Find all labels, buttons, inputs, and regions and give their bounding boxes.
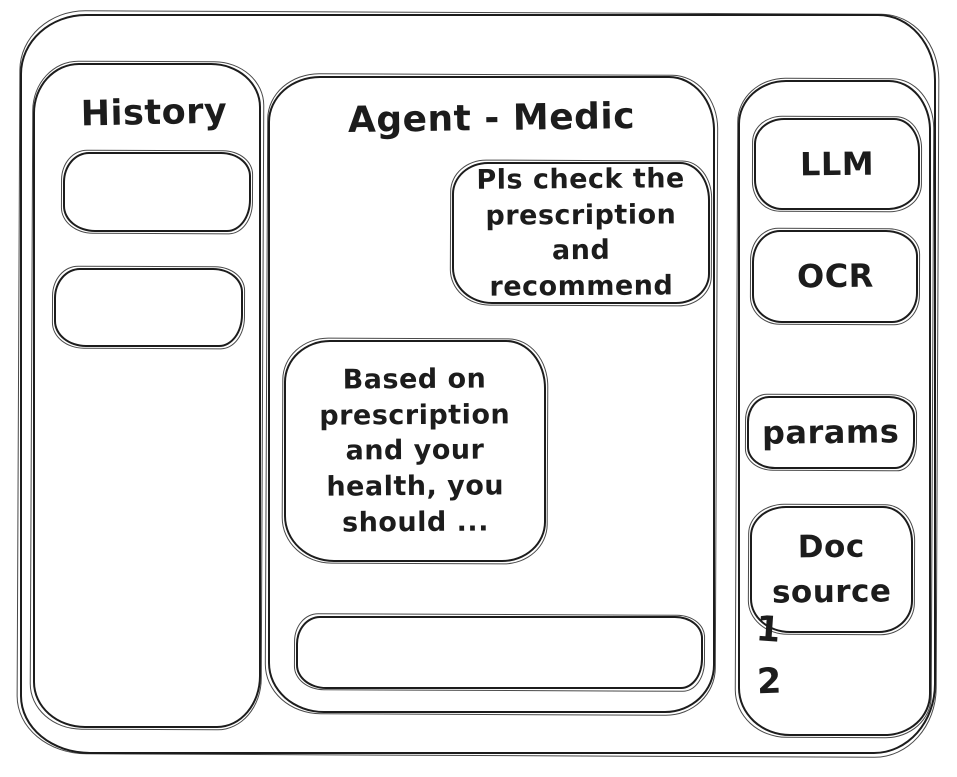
message-input-container <box>296 616 703 689</box>
doc-source-number-1: 1 <box>754 609 783 651</box>
tool-params-label: params <box>762 412 900 453</box>
tool-llm-label: LLM <box>799 144 875 184</box>
tool-llm-button[interactable]: LLM <box>754 118 920 210</box>
message-input[interactable] <box>310 622 693 683</box>
history-sidebar: History <box>33 63 261 728</box>
chat-panel: Agent - Medic Pls check the prescription… <box>268 76 715 713</box>
history-item[interactable] <box>63 152 251 232</box>
agent-message-text: Based on prescription and your health, y… <box>319 363 511 538</box>
tool-params-button[interactable]: params <box>747 396 915 469</box>
history-item[interactable] <box>54 268 243 347</box>
tool-doc-source-label: Doc source <box>771 528 892 611</box>
chat-title: Agent - Medic <box>347 95 636 142</box>
tool-ocr-label: OCR <box>796 256 874 296</box>
tools-panel: LLM OCR params Doc source 1 2 <box>738 80 931 736</box>
tool-doc-source-button[interactable]: Doc source <box>750 506 913 633</box>
doc-source-number-2: 2 <box>756 661 783 703</box>
user-message-text: Pls check the prescription and recommend <box>476 163 685 303</box>
sidebar-title: History <box>80 91 228 135</box>
user-message-bubble: Pls check the prescription and recommend <box>452 162 710 304</box>
tool-ocr-button[interactable]: OCR <box>752 230 918 323</box>
agent-message-bubble: Based on prescription and your health, y… <box>284 340 546 562</box>
